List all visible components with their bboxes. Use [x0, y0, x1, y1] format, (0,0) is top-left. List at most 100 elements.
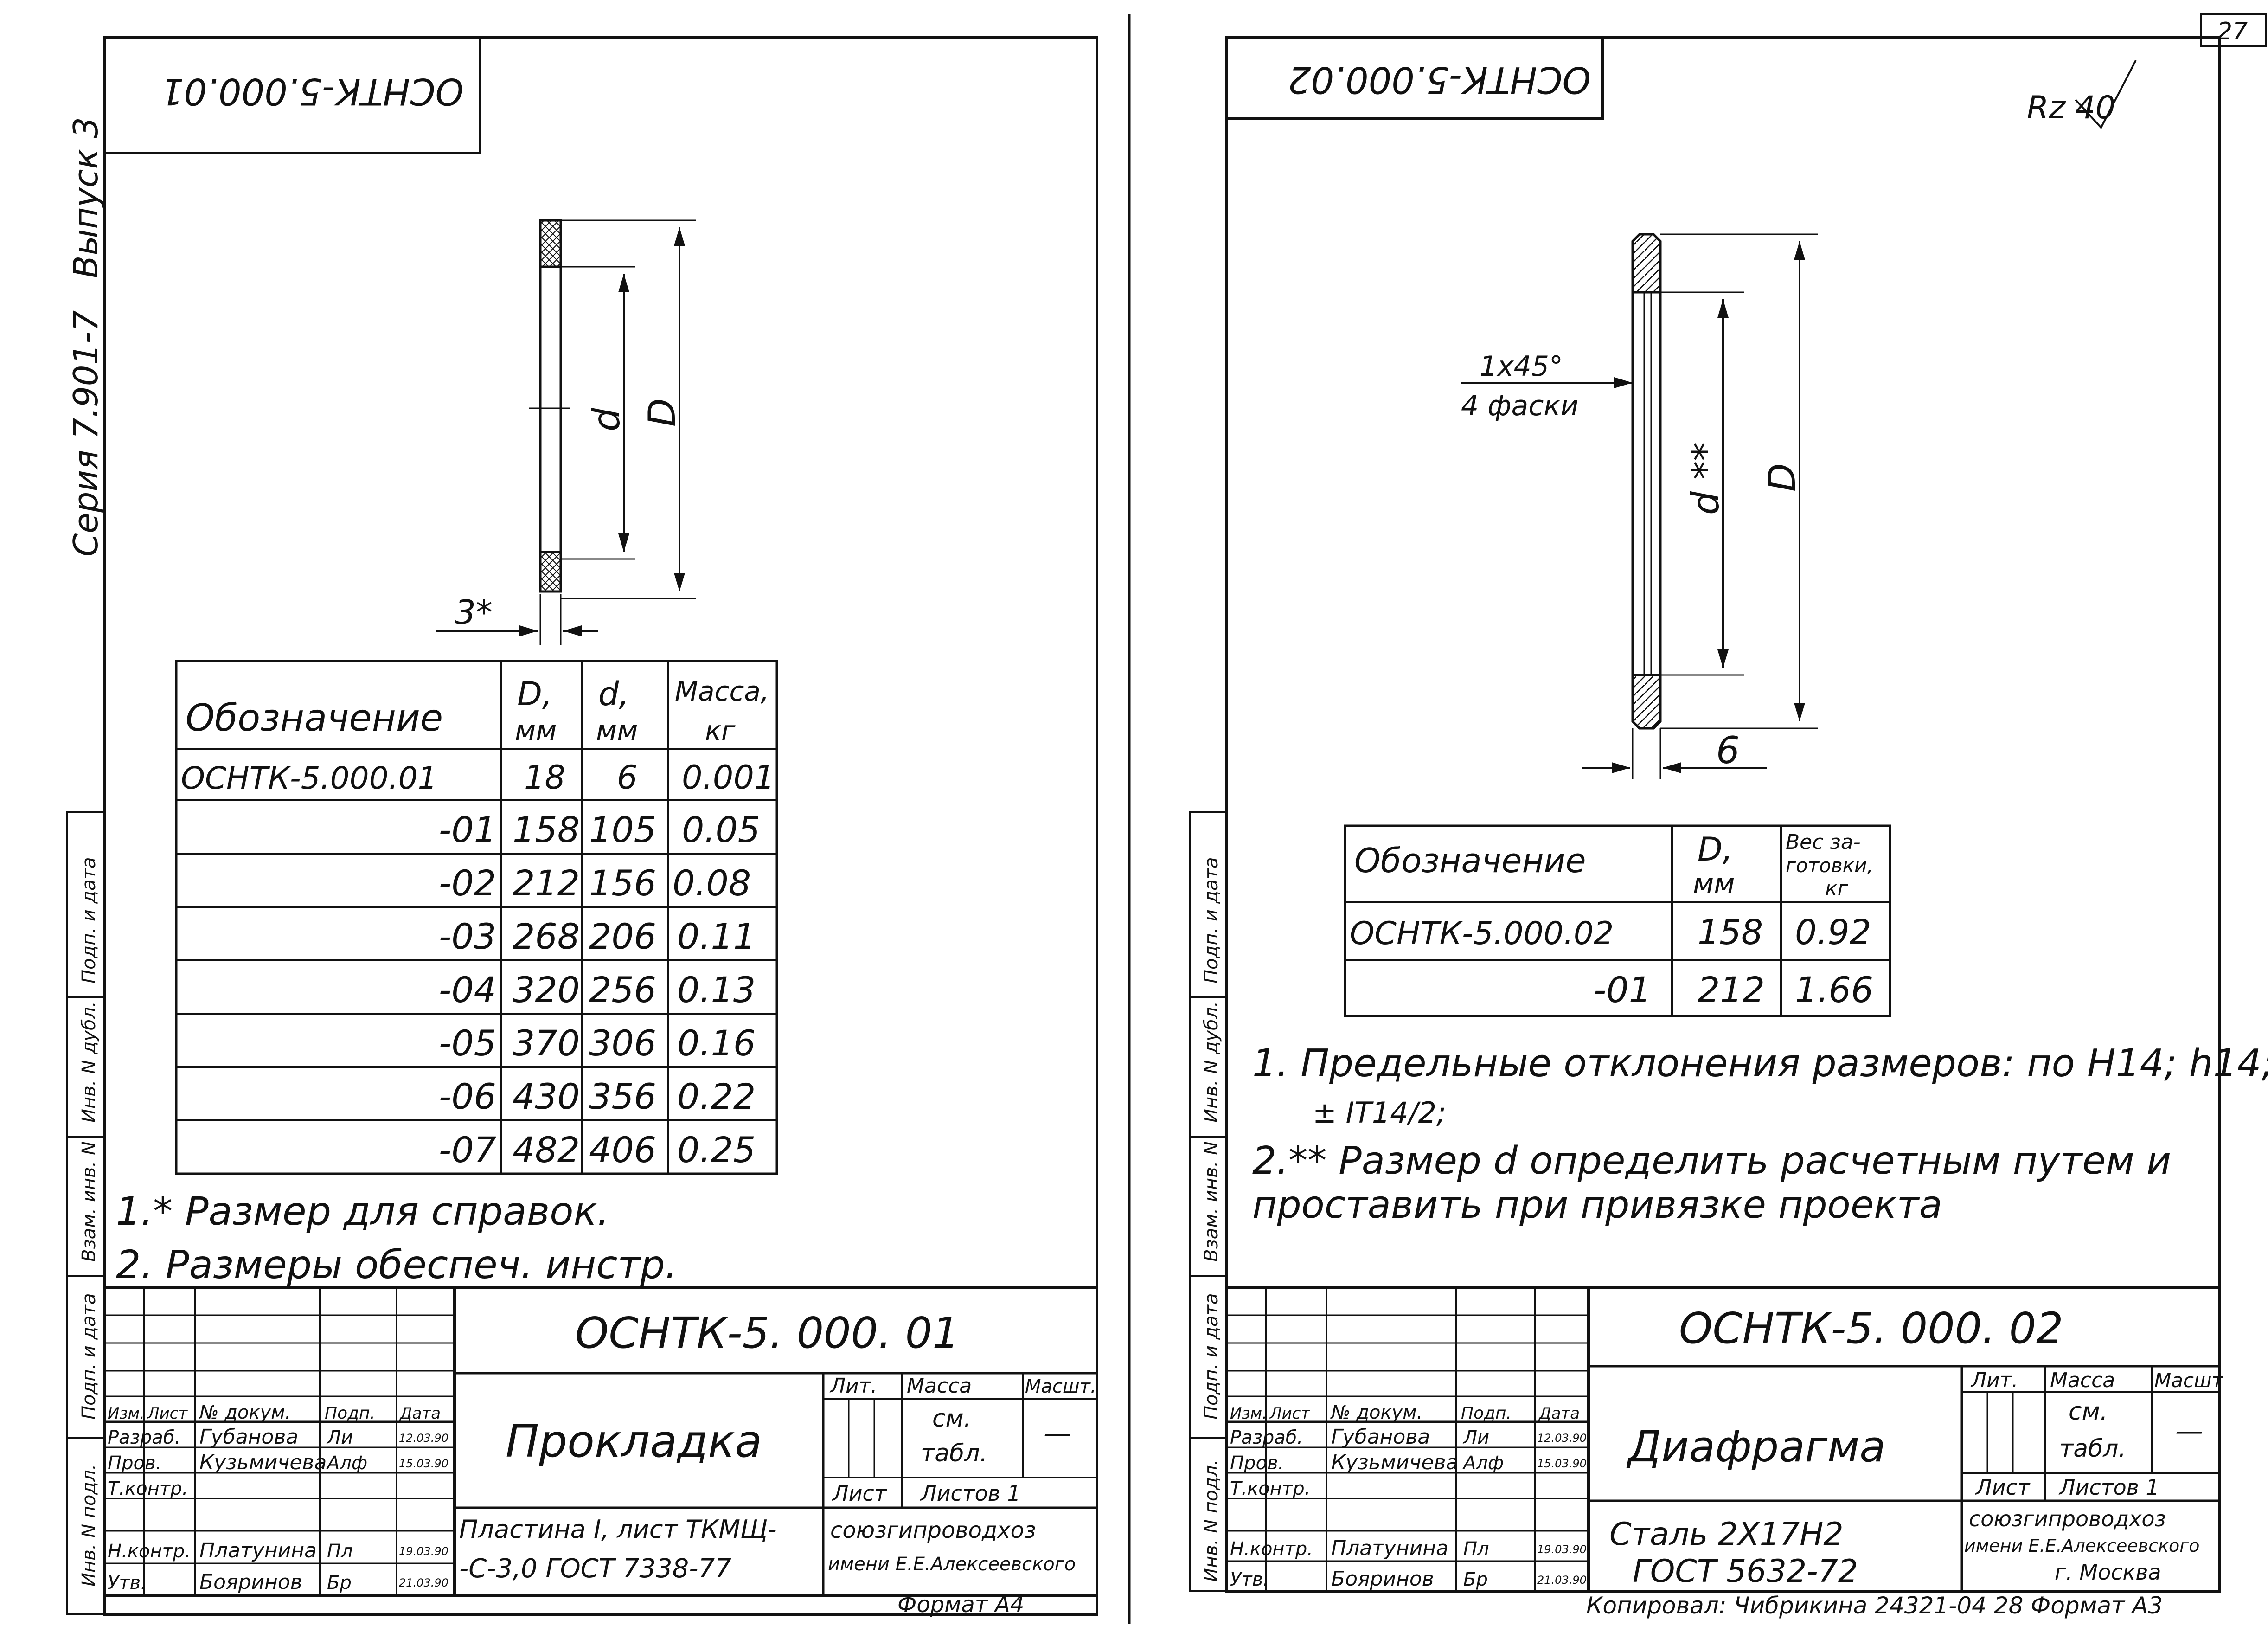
left-table-row: -03 268 206 0.11 — [439, 916, 756, 957]
right-th-weight-1: Вес за- — [1786, 830, 1861, 854]
tb-sign: Бр — [1463, 1569, 1488, 1590]
tb-date: 12.03.90 — [1537, 1432, 1587, 1445]
tb-date: 15.03.90 — [1537, 1457, 1587, 1470]
cell-D: 158 — [1698, 913, 1763, 952]
cell-mass: 0.11 — [677, 916, 756, 957]
left-side-strip: Инв. N подл. Подп. и дата Взам. инв. N И… — [66, 811, 105, 1615]
tb-scale-val: — — [2175, 1415, 2203, 1447]
tb-mass-val-2: табл. — [2059, 1435, 2126, 1463]
side-label-vzam: Взам. инв. N — [1201, 1141, 1222, 1262]
tb-mass-val-2: табл. — [921, 1440, 987, 1467]
tb-hdr-podp: Подп. — [325, 1404, 375, 1423]
right-note-tolerance: ± IT14/2; — [1313, 1096, 1446, 1130]
tb-date: 19.03.90 — [399, 1545, 448, 1558]
tb-hdr-list: Лист — [147, 1404, 188, 1423]
tb-sheet: Лист — [1975, 1475, 2031, 1500]
dim-thickness-right: 6 — [1716, 729, 1740, 772]
tb-date: 15.03.90 — [399, 1457, 448, 1470]
tb-mass: Масса — [907, 1374, 972, 1398]
cell-weight: 0.92 — [1795, 913, 1871, 952]
tb-role: Утв. — [1230, 1569, 1269, 1590]
right-sheet: ОСНТК-5.000.02 Rz 40 Инв. N подл. Подп. … — [1189, 36, 2268, 1619]
cell-D: 320 — [513, 969, 580, 1010]
tb-sheets: Листов 1 — [2058, 1475, 2159, 1500]
tb-role: Т.контр. — [1230, 1478, 1310, 1499]
gasket-drawing: D d 3* — [436, 219, 696, 645]
chamfer-text-2: 4 фаски — [1461, 390, 1579, 422]
tb-hdr-izm: Изм. — [1230, 1404, 1267, 1423]
series-label: Серия 7.901-7 Выпуск 3 — [66, 117, 105, 557]
left-note-2: 2. Размеры обеспеч. инстр. — [116, 1242, 677, 1287]
left-spec-table: Обозначение D, мм d, мм Масса, кг ОСНТК-… — [175, 660, 778, 1175]
cell-designation: ОСНТК-5.000.02 — [1350, 915, 1614, 952]
tb-sign: Ли — [1462, 1427, 1489, 1448]
left-table-row: -02 212 156 0.08 — [439, 862, 751, 904]
left-table-row: ОСНТК-5.000.01 18 6 0.001 — [181, 758, 775, 797]
tb-date: 21.03.90 — [1537, 1574, 1587, 1587]
tb-role: Утв. — [108, 1572, 147, 1594]
dim-d-right: d ** — [1684, 443, 1727, 515]
left-table-row: -07 482 406 0.25 — [439, 1129, 756, 1170]
cell-designation: -05 — [439, 1022, 496, 1064]
tb-role: Разраб. — [108, 1427, 180, 1448]
tb-sign: Алф — [326, 1453, 367, 1474]
right-note-2: 2.** Размер d определить расчетным путем… — [1252, 1139, 2171, 1183]
tb-role: Пров. — [1230, 1453, 1284, 1474]
cell-D: 212 — [513, 862, 580, 904]
tb-hdr-date: Дата — [399, 1404, 441, 1423]
tb-org-3: г. Москва — [2055, 1560, 2161, 1585]
tb-scale: Масшт — [2154, 1369, 2223, 1392]
cell-D: 158 — [513, 809, 580, 850]
cell-d: 105 — [589, 809, 656, 850]
tb-date: 19.03.90 — [1537, 1543, 1587, 1556]
left-th-D-unit: мм — [515, 714, 557, 747]
left-table-row: -01 158 105 0.05 — [439, 809, 760, 850]
tb-name-part: Диафрагма — [1626, 1422, 1886, 1472]
tb-org-2: имени Е.Е.Алексеевского — [828, 1554, 1076, 1575]
tb-sign: Пл — [1463, 1538, 1489, 1560]
tb-material-2: -С-3,0 ГОСТ 7338-77 — [459, 1554, 731, 1584]
dim-d-left: d — [585, 407, 628, 431]
cell-designation: -01 — [1594, 969, 1651, 1010]
tb-sheets: Листов 1 — [920, 1481, 1021, 1506]
cell-d: 206 — [589, 916, 656, 957]
cell-mass: 0.22 — [677, 1076, 756, 1117]
roughness-text: Rz 40 — [2027, 90, 2115, 126]
left-th-d-unit: мм — [596, 714, 638, 747]
tb-org-1: союзгипроводхоз — [1969, 1506, 2166, 1531]
right-note-1: 1. Предельные отклонения размеров: по H1… — [1252, 1041, 2268, 1086]
tb-sheet: Лист — [832, 1481, 887, 1506]
cell-mass: 0.25 — [677, 1129, 756, 1170]
cell-d: 256 — [589, 969, 656, 1010]
tb-sign: Ли — [326, 1427, 353, 1448]
tb-name: Кузьмичева — [199, 1451, 327, 1474]
side-label-podp-data-2: Подп. и дата — [78, 857, 100, 983]
cell-d: 156 — [589, 862, 656, 904]
cell-mass: 0.13 — [677, 969, 756, 1010]
right-spec-table: Обозначение D, мм Вес за- готовки, кг ОС… — [1344, 824, 1891, 1017]
tb-name: Платунина — [1331, 1536, 1448, 1560]
tb-lit: Лит. — [829, 1374, 877, 1398]
left-th-D: D, — [517, 675, 552, 713]
tb-name: Бояринов — [1331, 1567, 1434, 1591]
tb-role: Н.контр. — [108, 1541, 191, 1562]
cell-D: 18 — [524, 758, 565, 797]
tb-role: Пров. — [108, 1453, 161, 1474]
cell-d: 406 — [589, 1129, 656, 1170]
dim-D-left: D — [641, 398, 684, 427]
side-label-inv-podl: Инв. N подл. — [1201, 1459, 1222, 1582]
tb-sign: Пл — [327, 1541, 353, 1562]
tb-org-2: имени Е.Е.Алексеевского — [1964, 1536, 2200, 1556]
tb-hdr-doc: № докум. — [199, 1402, 291, 1423]
left-code-stamp: ОСНТК-5.000.01 — [161, 70, 464, 112]
tb-lit: Лит. — [1970, 1369, 2018, 1392]
cell-D: 482 — [513, 1129, 580, 1170]
tb-mass-val-1: см. — [932, 1405, 971, 1433]
tb-date: 12.03.90 — [399, 1432, 448, 1445]
tb-org-1: союзгипроводхоз — [830, 1517, 1036, 1543]
right-code-stamp: ОСНТК-5.000.02 — [1288, 58, 1591, 100]
left-note-1: 1.* Размер для справок. — [116, 1189, 609, 1234]
dim-thickness-left: 3* — [455, 593, 493, 632]
